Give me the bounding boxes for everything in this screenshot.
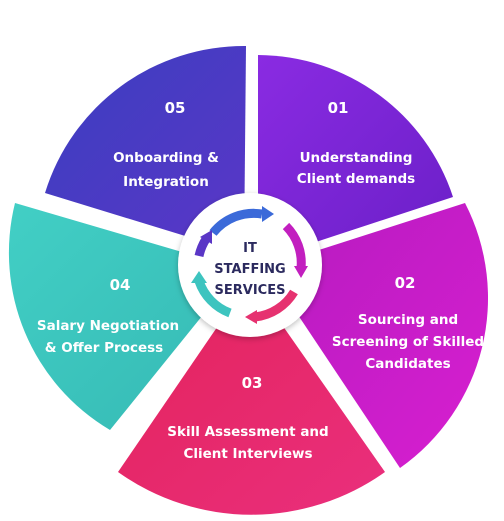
segment-04-label-line2: & Offer Process	[45, 340, 163, 356]
segment-05-wedge	[45, 45, 246, 254]
segment-04-label-line1: Salary Negotiation	[37, 318, 179, 334]
segment-01-label-line2: Client demands	[297, 171, 415, 187]
center-title-line1: IT	[243, 241, 257, 256]
segment-03-number: 03	[242, 374, 263, 392]
segment-01-wedge	[258, 55, 453, 261]
segment-02-label-line3: Candidates	[365, 356, 450, 372]
cycle-arrows-icon	[191, 206, 308, 324]
center-title-line3: SERVICES	[215, 283, 286, 298]
segment-02-number: 02	[395, 274, 416, 292]
segment-05-label-line1: Onboarding &	[113, 150, 219, 166]
segment-05-number: 05	[165, 99, 186, 117]
center-title-line2: STAFFING	[214, 262, 285, 277]
segment-03-wedge	[118, 279, 385, 515]
segment-05-label-line2: Integration	[123, 174, 209, 190]
segment-02-label-line1: Sourcing and	[358, 312, 458, 328]
segment-03-label-line2: Client Interviews	[183, 446, 312, 462]
segment-03-label-line1: Skill Assessment and	[167, 424, 328, 440]
segment-04-number: 04	[110, 276, 131, 294]
segment-01-label-line1: Understanding	[300, 150, 413, 166]
segment-02-label-line2: Screening of Skilled	[332, 334, 484, 350]
segment-01-number: 01	[328, 99, 349, 117]
